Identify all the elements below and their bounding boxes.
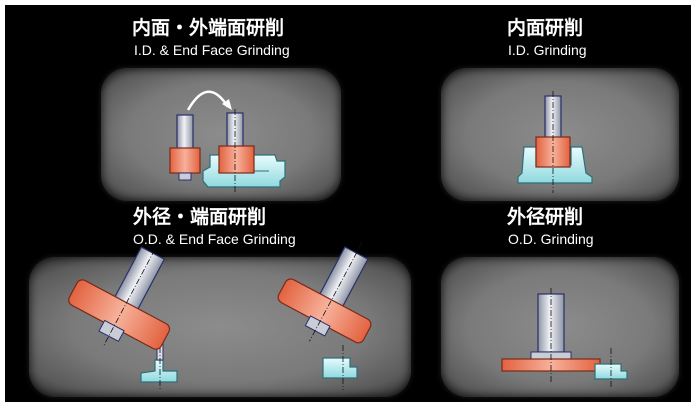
section-title-en-od: O.D. Grinding [508,231,594,247]
section-title-en-id: I.D. Grinding [508,42,587,58]
grinding-illustrations [68,90,628,390]
id-end-face-illustration [169,90,286,193]
section-title-en-id-end-face: I.D. & End Face Grinding [134,42,290,58]
section-title-jp-id-end-face: 内面・外端面研削 [132,17,285,39]
id-illustration [517,91,593,193]
section-title-jp-od: 外径研削 [507,206,584,228]
od-end-face-illustration [68,239,372,390]
workpiece-right [322,357,358,379]
grinding-wheel-right [218,145,255,174]
section-title-jp-id: 内面研削 [507,17,584,39]
spindle-left [176,114,194,151]
diagram-frame: 内面・外端面研削 I.D. & End Face Grinding 内面研削 I… [5,5,691,402]
section-title-en-od-end-face: O.D. & End Face Grinding [133,231,296,247]
workpiece-left [140,359,178,383]
section-title-jp-od-end-face: 外径・端面研削 [133,206,267,228]
grinding-wheel-left [169,147,201,174]
od-illustration [501,288,628,389]
move-arrow-icon [186,90,230,111]
